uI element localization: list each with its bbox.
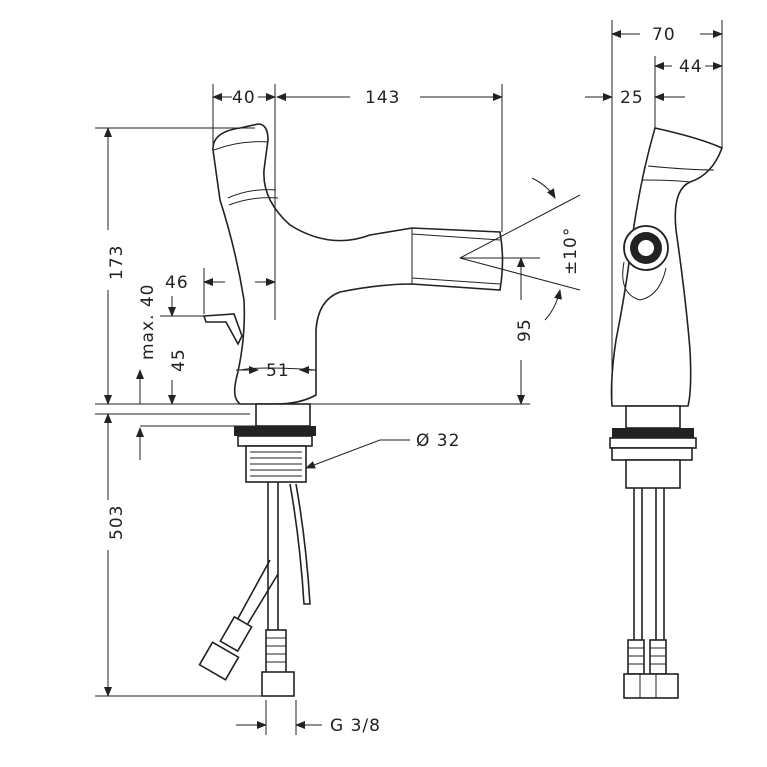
dim-143: 143 [365,88,400,108]
mount-nut [255,403,311,427]
hose-fitting-left [198,615,253,681]
dim-46: 46 [165,273,189,293]
dim-40: 40 [232,88,256,108]
dimension-labels: 40 143 173 46 max. 40 45 51 95 ±10° Ø 32… [107,25,703,736]
dim-45: 45 [169,348,189,372]
dim-95: 95 [515,318,535,342]
dim-angle: ±10° [561,227,581,275]
dim-thread: G 3/8 [330,716,381,736]
dim-25: 25 [620,88,644,108]
dim-503: 503 [107,505,127,540]
front-view [198,123,504,697]
faucet-body [212,123,504,405]
dim-max-40: max. 40 [138,284,158,360]
dim-51: 51 [266,361,290,381]
dim-70: 70 [652,25,676,45]
dim-44: 44 [679,57,703,77]
lever [202,313,243,346]
dim-diameter-32: Ø 32 [416,431,460,451]
dim-173: 173 [107,245,127,280]
dimension-lines [95,20,723,735]
side-view [609,127,724,699]
mount-washer [234,426,316,436]
hose-fitting-right [261,629,295,697]
